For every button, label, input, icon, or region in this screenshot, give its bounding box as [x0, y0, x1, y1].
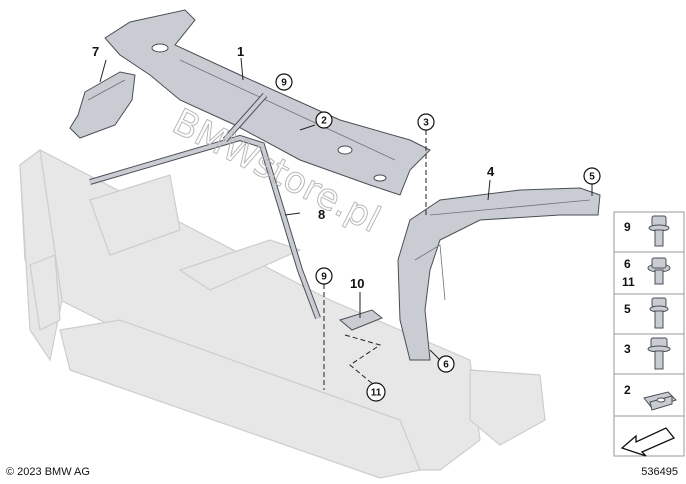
legend-label-3: 3: [624, 342, 631, 356]
callout-11: 11: [366, 382, 386, 402]
part-small-bracket: [338, 309, 383, 331]
callout-4: 4: [487, 164, 495, 179]
part-cover-bracket: [69, 71, 136, 139]
svg-text:11: 11: [371, 388, 382, 399]
svg-text:5: 5: [589, 172, 595, 183]
svg-text:2: 2: [321, 116, 327, 127]
ghost-front-structure: [19, 148, 546, 479]
fastener-legend: 9 6 11 5 3 2: [613, 211, 685, 457]
legend-label-6: 6: [624, 257, 631, 271]
callout-1: 1: [237, 44, 244, 59]
ghost-lower-rail: [29, 254, 61, 331]
callout-8: 8: [318, 207, 325, 222]
ghost-crash-box: [89, 174, 181, 256]
part-side-support: [397, 187, 601, 361]
callout-9-bottom: 9: [315, 267, 333, 285]
callout-2: 2: [315, 111, 333, 129]
part-upper-cross-member: [104, 9, 431, 196]
callout-10: 10: [350, 276, 364, 291]
callout-3: 3: [417, 113, 435, 131]
clip-nut-icon: [643, 391, 677, 411]
cross-member-hole: [337, 145, 353, 155]
legend-label-2: 2: [624, 383, 631, 397]
svg-text:3: 3: [423, 118, 429, 129]
callout-9-top: 9: [275, 73, 293, 91]
cross-member-hole: [373, 174, 387, 182]
copyright-text: © 2023 BMW AG: [6, 466, 90, 478]
ghost-bumper-strip: [59, 319, 421, 479]
flange-nut-icon: [647, 257, 671, 285]
svg-text:9: 9: [321, 272, 327, 283]
part-strut-rod: [89, 93, 321, 320]
arrow-icon: [620, 427, 676, 457]
screw-icon: [649, 297, 669, 329]
legend-label-5: 5: [624, 302, 631, 316]
bolt-icon: [648, 215, 670, 247]
legend-label-11: 11: [622, 275, 635, 289]
ghost-inner-brace: [178, 239, 302, 291]
legend-label-9: 9: [624, 220, 631, 234]
cross-member-hole: [151, 43, 169, 53]
svg-text:9: 9: [281, 78, 287, 89]
hex-bolt-icon: [647, 337, 671, 370]
svg-text:6: 6: [443, 360, 449, 371]
diagram-number: 536495: [641, 466, 678, 478]
callout-6: 6: [437, 355, 455, 373]
leader-lines: [99, 57, 593, 391]
ghost-right-bracket: [469, 369, 546, 446]
callout-5: 5: [583, 167, 601, 185]
callout-7: 7: [92, 44, 99, 59]
